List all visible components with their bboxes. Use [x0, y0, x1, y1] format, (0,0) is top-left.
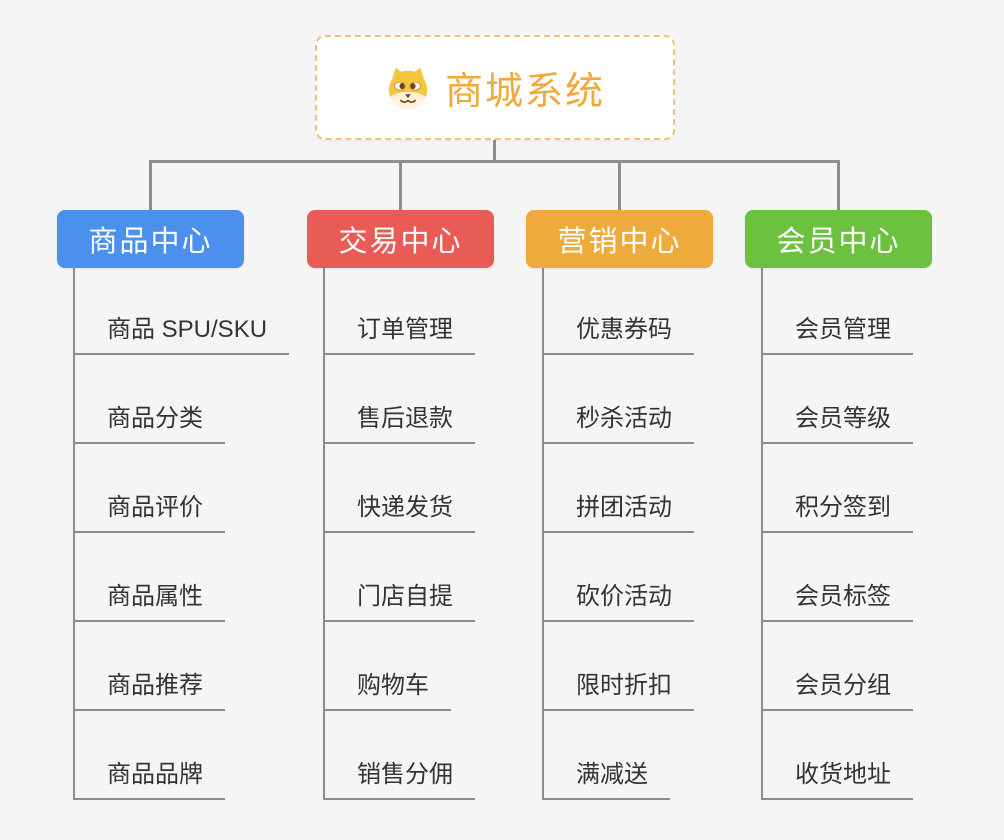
branch-item[interactable]: 砍价活动 — [542, 580, 694, 622]
branch-item[interactable]: 会员等级 — [761, 402, 913, 444]
branch-trunk-line — [323, 268, 325, 800]
root-drop-line — [493, 140, 496, 163]
branch-node-3[interactable]: 营销中心 — [526, 210, 713, 268]
branch-item[interactable]: 快递发货 — [323, 491, 475, 533]
branch-item[interactable]: 积分签到 — [761, 491, 913, 533]
branch-item[interactable]: 购物车 — [323, 669, 451, 711]
branch-item[interactable]: 拼团活动 — [542, 491, 694, 533]
branch-3: 营销中心优惠券码秒杀活动拼团活动砍价活动限时折扣满减送 — [526, 210, 713, 800]
branch-trunk-line — [73, 268, 75, 800]
branch-item[interactable]: 会员标签 — [761, 580, 913, 622]
branch-drop-line-4 — [837, 160, 840, 210]
branch-item[interactable]: 会员管理 — [761, 313, 913, 355]
branch-item[interactable]: 优惠券码 — [542, 313, 694, 355]
branch-item[interactable]: 商品 SPU/SKU — [73, 313, 290, 355]
dog-face-icon — [385, 65, 431, 111]
branch-item[interactable]: 订单管理 — [323, 313, 475, 355]
branch-drop-line-2 — [399, 160, 402, 210]
branch-item[interactable]: 销售分佣 — [323, 758, 475, 800]
branch-item[interactable]: 会员分组 — [761, 669, 913, 711]
branch-4: 会员中心会员管理会员等级积分签到会员标签会员分组收货地址 — [745, 210, 932, 800]
branch-node-4[interactable]: 会员中心 — [745, 210, 932, 268]
branch-trunk-line — [542, 268, 544, 800]
branch-drop-line-3 — [618, 160, 621, 210]
branch-item[interactable]: 售后退款 — [323, 402, 475, 444]
root-title: 商城系统 — [444, 71, 605, 113]
branch-item[interactable]: 门店自提 — [323, 580, 475, 622]
branch-node-2[interactable]: 交易中心 — [307, 210, 494, 268]
branch-item[interactable]: 秒杀活动 — [542, 402, 694, 444]
branch-item[interactable]: 收货地址 — [761, 758, 913, 800]
branch-item[interactable]: 商品属性 — [73, 580, 225, 622]
branch-item[interactable]: 商品评价 — [73, 491, 225, 533]
branch-node-1[interactable]: 商品中心 — [57, 210, 244, 268]
branch-1: 商品中心商品 SPU/SKU 商品分类商品评价商品属性商品推荐商品品牌 — [57, 210, 290, 800]
main-horizontal-line — [149, 160, 840, 163]
branch-item[interactable]: 商品品牌 — [73, 758, 225, 800]
branch-2: 交易中心订单管理售后退款快递发货门店自提购物车销售分佣 — [307, 210, 494, 800]
branch-trunk-line — [761, 268, 763, 800]
branch-item[interactable]: 商品推荐 — [73, 669, 225, 711]
branch-drop-line-1 — [149, 160, 152, 210]
branch-item[interactable]: 满减送 — [542, 758, 670, 800]
root-node[interactable]: 商城系统 — [315, 35, 675, 140]
branch-item[interactable]: 商品分类 — [73, 402, 225, 444]
branch-item[interactable]: 限时折扣 — [542, 669, 694, 711]
